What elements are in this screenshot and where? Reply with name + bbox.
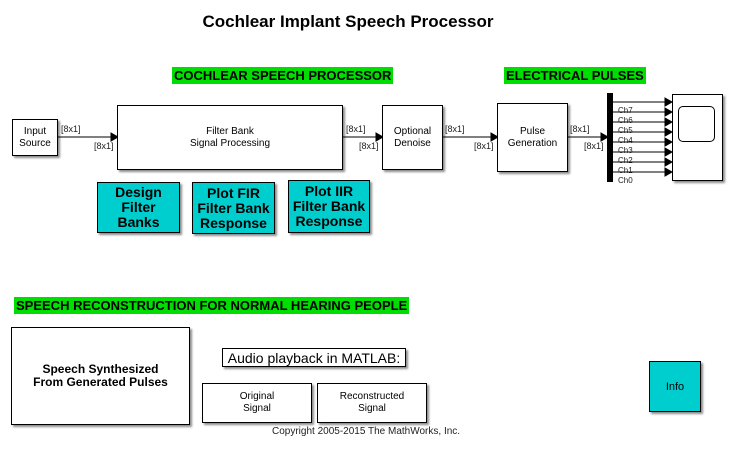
channel-label: Ch2 bbox=[618, 156, 633, 165]
reconstructed-signal-button[interactable]: Reconstructed Signal bbox=[317, 383, 427, 423]
scope-block[interactable] bbox=[672, 94, 723, 181]
design-filter-banks-button[interactable]: Design Filter Banks bbox=[97, 182, 180, 233]
channel-label: Ch4 bbox=[618, 136, 633, 145]
optional-denoise-block[interactable]: Optional Denoise bbox=[382, 105, 443, 170]
channel-label: Ch3 bbox=[618, 146, 633, 155]
channel-label: Ch0 bbox=[618, 176, 633, 185]
arrowhead bbox=[664, 127, 674, 137]
demux-block[interactable] bbox=[607, 93, 613, 182]
info-button[interactable]: Info bbox=[649, 361, 701, 412]
signal-dim-label: [8x1] bbox=[474, 141, 494, 151]
arrowhead bbox=[664, 147, 674, 157]
arrowhead bbox=[664, 107, 674, 117]
filter-bank-block[interactable]: Filter Bank Signal Processing bbox=[117, 105, 343, 170]
channel-label: Ch7 bbox=[618, 106, 633, 115]
arrowhead bbox=[110, 132, 120, 142]
arrowhead bbox=[664, 167, 674, 177]
speech-synthesized-block[interactable]: Speech Synthesized From Generated Pulses bbox=[11, 327, 190, 425]
audio-playback-label: Audio playback in MATLAB: bbox=[222, 348, 406, 367]
model-title: Cochlear Implant Speech Processor bbox=[202, 12, 494, 31]
copyright-text: Copyright 2005-2015 The MathWorks, Inc. bbox=[272, 426, 461, 437]
banner-electrical-pulses: ELECTRICAL PULSES bbox=[504, 67, 646, 84]
arrowhead bbox=[664, 117, 674, 127]
arrowhead bbox=[664, 97, 674, 107]
plot-iir-response-button[interactable]: Plot IIR Filter Bank Response bbox=[288, 180, 370, 233]
channel-label: Ch1 bbox=[618, 166, 633, 175]
arrowhead bbox=[600, 132, 610, 142]
signal-dim-label: [8x1] bbox=[61, 124, 81, 134]
signal-dim-label: [8x1] bbox=[570, 124, 590, 134]
original-signal-button[interactable]: Original Signal bbox=[202, 383, 312, 423]
channel-label: Ch5 bbox=[618, 126, 633, 135]
input-source-block[interactable]: Input Source bbox=[12, 119, 58, 156]
signal-dim-label: [8x1] bbox=[445, 124, 465, 134]
signal-dim-label: [8x1] bbox=[94, 141, 114, 151]
channel-label: Ch6 bbox=[618, 116, 633, 125]
signal-dim-label: [8x1] bbox=[346, 124, 366, 134]
signal-dim-label: [8x1] bbox=[359, 141, 379, 151]
plot-fir-response-button[interactable]: Plot FIR Filter Bank Response bbox=[192, 182, 275, 234]
scope-screen-icon bbox=[678, 106, 715, 142]
banner-speech-reconstruction: SPEECH RECONSTRUCTION FOR NORMAL HEARING… bbox=[14, 297, 410, 314]
signal-dim-label: [8x1] bbox=[584, 141, 604, 151]
arrowhead bbox=[664, 157, 674, 167]
pulse-generation-block[interactable]: Pulse Generation bbox=[497, 103, 568, 172]
banner-cochlear-speech-processor: COCHLEAR SPEECH PROCESSOR bbox=[172, 67, 394, 84]
arrowhead bbox=[490, 132, 500, 142]
arrowhead bbox=[375, 132, 385, 142]
arrowhead bbox=[664, 137, 674, 147]
